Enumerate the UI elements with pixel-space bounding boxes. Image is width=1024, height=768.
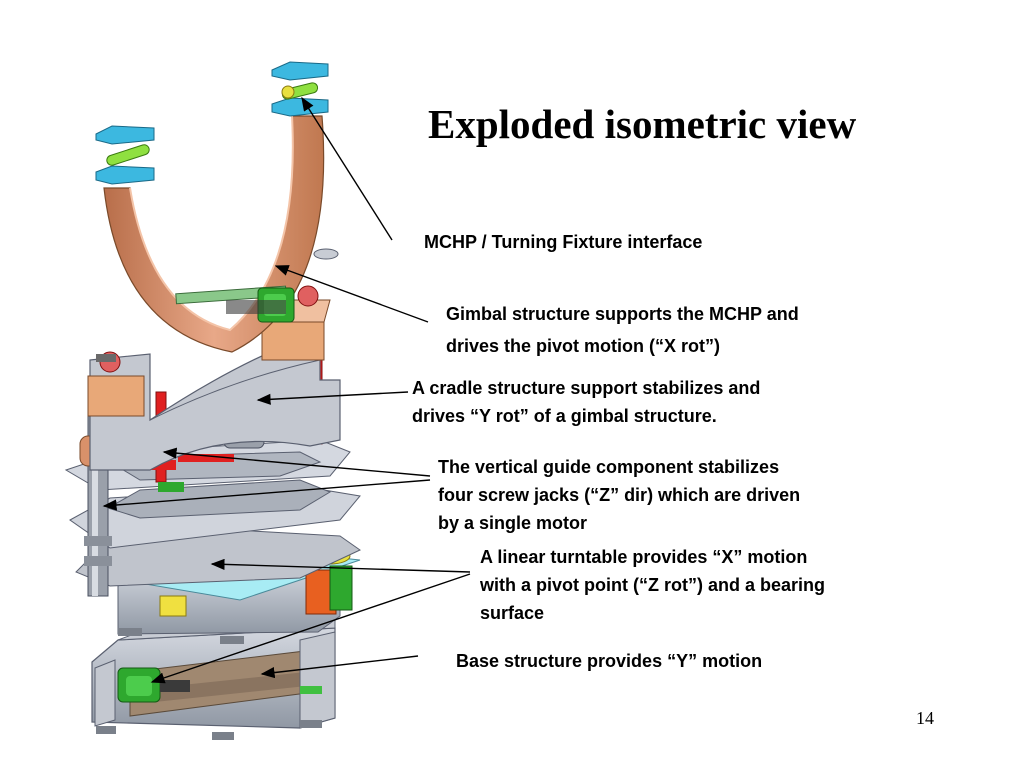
cradle-structure — [87, 285, 341, 471]
callout-text: Gimbal structure supports the MCHP and — [446, 304, 799, 324]
callout-turntable: A linear turntable provides “X” motion w… — [480, 543, 825, 627]
gimbal-structure — [103, 115, 325, 353]
base-structure — [91, 619, 336, 740]
page-number: 14 — [916, 708, 934, 728]
callout-mchp-interface: MCHP / Turning Fixture interface — [424, 228, 702, 256]
callout-gimbal: Gimbal structure supports the MCHP and d… — [446, 298, 799, 362]
slide-title: Exploded isometric view — [428, 101, 857, 147]
callout-text: by a single motor — [438, 513, 588, 533]
interface-pads — [95, 61, 329, 185]
callout-text: surface — [480, 603, 545, 623]
leader-lines — [102, 96, 471, 684]
callout-text: Base structure provides “Y” motion — [456, 651, 763, 671]
callout-text: A cradle structure support stabilizes an… — [412, 378, 761, 398]
callout-text: A linear turntable provides “X” motion — [480, 547, 808, 567]
callout-text: MCHP / Turning Fixture interface — [424, 232, 703, 252]
callout-cradle: A cradle structure support stabilizes an… — [412, 374, 760, 430]
callout-text: with a pivot point (“Z rot”) and a beari… — [480, 575, 825, 595]
callout-base: Base structure provides “Y” motion — [456, 647, 762, 675]
callout-vertical-guide: The vertical guide component stabilizes … — [438, 453, 800, 537]
callout-text: The vertical guide component stabilizes — [438, 457, 780, 477]
callout-text: drives the pivot motion (“X rot”) — [446, 336, 721, 356]
callout-text: four screw jacks (“Z” dir) which are dri… — [438, 485, 801, 505]
callout-text: drives “Y rot” of a gimbal structure. — [412, 406, 717, 426]
